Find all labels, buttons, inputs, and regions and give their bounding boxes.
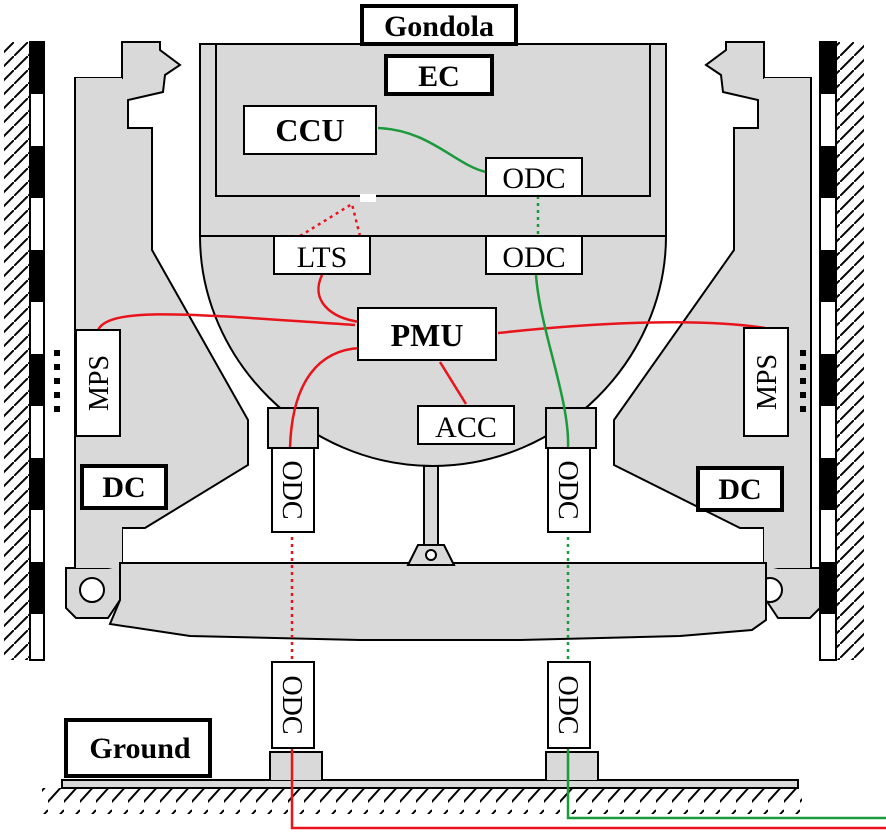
odc-ec-box: ODC xyxy=(485,157,583,197)
ccu-label: CCU xyxy=(275,112,344,148)
ccu-box: CCU xyxy=(243,105,377,155)
odc-gondola-box: ODC xyxy=(485,235,583,275)
power-line-pmu-mps-right xyxy=(497,321,766,335)
data-lines xyxy=(377,126,886,820)
ground-structure xyxy=(42,751,802,814)
gondola-label: Gondola xyxy=(384,10,494,43)
mps-right-label: MPS xyxy=(752,354,783,410)
acc-label: ACC xyxy=(435,411,497,444)
mps-left-label: MPS xyxy=(84,355,115,411)
odc-left-lower-box: ODC xyxy=(271,661,315,749)
dc-left-box: DC xyxy=(80,464,168,510)
lts-label: LTS xyxy=(297,241,348,274)
pmu-label: PMU xyxy=(391,317,464,353)
right-wall xyxy=(819,41,864,661)
data-line-odc-gondola xyxy=(534,274,570,449)
odc-right-lower-label: ODC xyxy=(552,675,583,734)
power-lines xyxy=(96,274,886,830)
power-links-dotted xyxy=(290,202,362,662)
odc-right-lower-box: ODC xyxy=(547,661,591,749)
dc-left-label: DC xyxy=(102,471,145,504)
odc-right-upper-label: ODC xyxy=(552,460,583,519)
dc-right-box: DC xyxy=(696,466,784,512)
left-pivot xyxy=(79,577,105,603)
odc-left-upper-box: ODC xyxy=(271,447,315,533)
odc-gondola-label: ODC xyxy=(502,241,565,274)
odc-ec-label: ODC xyxy=(502,162,565,195)
right-wall-markers xyxy=(820,42,836,614)
ground-label: Ground xyxy=(89,732,190,765)
lts-box: LTS xyxy=(273,235,371,275)
data-links-dotted xyxy=(536,196,570,662)
mps-left-box: MPS xyxy=(75,329,121,437)
ec-label: EC xyxy=(418,60,460,93)
mps-left-sensor-dots xyxy=(54,350,60,412)
mps-right-box: MPS xyxy=(743,327,789,437)
support-post xyxy=(423,465,439,547)
power-line-pmu-acc xyxy=(438,361,468,405)
bottom-beam xyxy=(108,562,767,641)
power-line-pmu-odc-left xyxy=(288,346,361,449)
data-line-ccu-odc xyxy=(377,126,487,174)
left-wall-markers xyxy=(30,42,44,614)
ec-box: EC xyxy=(384,54,494,96)
power-line-lts-pmu xyxy=(317,274,361,324)
ground-label-box: Ground xyxy=(64,718,212,778)
odc-left-upper-label: ODC xyxy=(276,460,307,519)
dc-right-label: DC xyxy=(718,473,761,506)
mps-right-sensor-dots xyxy=(800,350,806,412)
pmu-box: PMU xyxy=(357,307,497,361)
power-line-odc-left-ground xyxy=(290,748,886,830)
odc-right-upper-box: ODC xyxy=(547,447,591,533)
gondola-right-bracket xyxy=(545,407,597,449)
power-line-mps-left-pmu xyxy=(96,313,356,331)
acc-box: ACC xyxy=(417,405,515,445)
data-line-odc-ground xyxy=(566,748,886,820)
odc-left-lower-label: ODC xyxy=(276,675,307,734)
gondola-label-box: Gondola xyxy=(360,4,518,46)
left-wall xyxy=(4,41,45,661)
